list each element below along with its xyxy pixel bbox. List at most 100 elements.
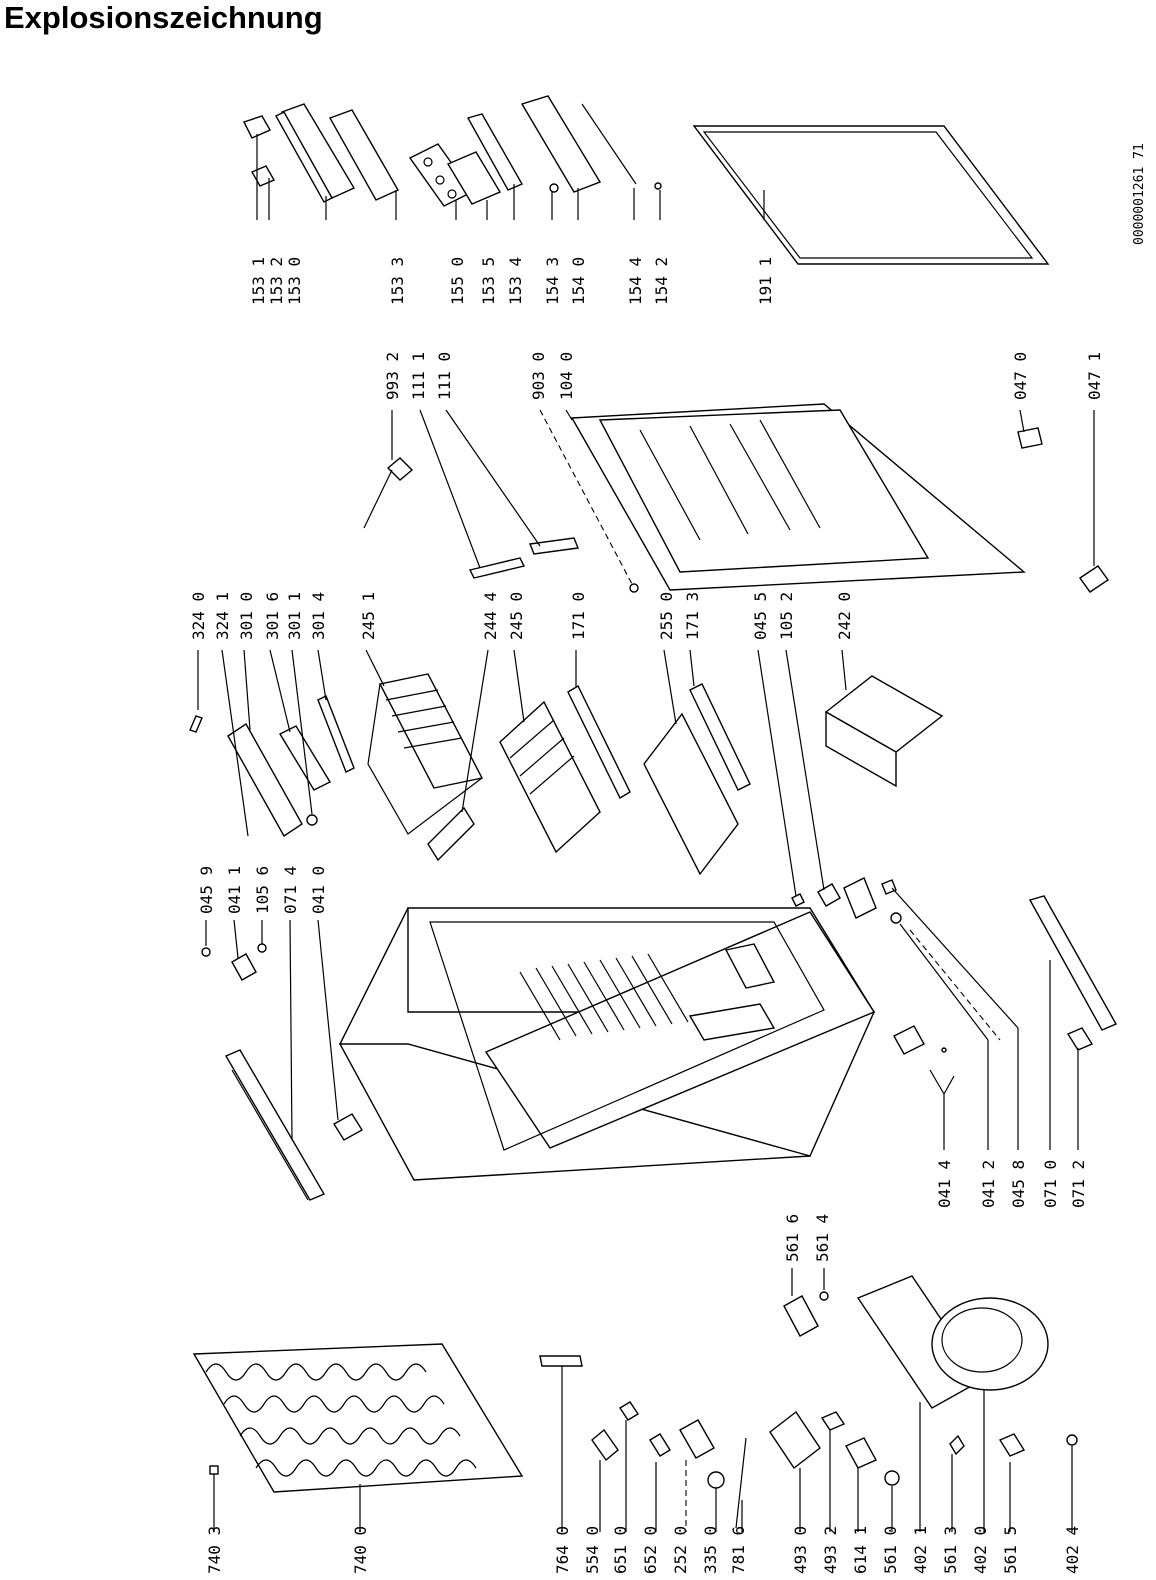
label-111-0: 111 0 — [435, 352, 454, 400]
part-045-9 — [201, 947, 211, 957]
label-154-0: 154 0 — [569, 257, 588, 305]
part-561-3 — [949, 1434, 965, 1456]
label-071-4: 071 4 — [281, 866, 300, 914]
part-171-3 — [689, 683, 751, 791]
label-153-0: 153 0 — [285, 257, 304, 305]
part-554-0 — [591, 1428, 619, 1462]
part-561-5 — [998, 1433, 1026, 1457]
part-301-1 — [306, 814, 318, 826]
part-171-0 — [567, 685, 631, 799]
label-041-4: 041 4 — [935, 1160, 954, 1208]
labels-door-liner: 993 2 111 1 111 0 903 0 104 0 047 0 047 … — [383, 352, 1104, 400]
part-071-0 — [1028, 895, 1117, 1031]
label-903-0: 903 0 — [529, 352, 548, 400]
label-402-1: 402 1 — [911, 1526, 930, 1574]
part-402-0 — [931, 1297, 1049, 1391]
part-493-2 — [820, 1411, 846, 1431]
labels-shelves: 324 0 324 1 301 0 301 6 301 1 301 4 245 … — [189, 592, 854, 640]
part-154-2 — [654, 182, 662, 190]
part-740-3 — [209, 1465, 219, 1475]
label-561-5: 561 5 — [1001, 1526, 1020, 1574]
doc-number: 0000001261 71 — [1132, 143, 1147, 245]
label-301-6: 301 6 — [263, 592, 282, 640]
part-781-6 — [735, 1437, 747, 1529]
label-561-4: 561 4 — [813, 1214, 832, 1262]
label-171-3: 171 3 — [683, 592, 702, 640]
label-154-4: 154 4 — [626, 257, 645, 305]
part-740-0 — [192, 1343, 524, 1493]
leaders-cabinet-bottom — [757, 649, 1079, 1150]
part-764-0 — [539, 1355, 583, 1367]
label-764-0: 764 0 — [553, 1526, 572, 1574]
part-493-0 — [769, 1410, 821, 1470]
label-561-6: 561 6 — [783, 1214, 802, 1262]
label-155-0: 155 0 — [448, 257, 467, 305]
label-402-4: 402 4 — [1063, 1526, 1082, 1574]
part-041-1 — [231, 953, 257, 981]
cabinet-inner — [484, 911, 876, 1149]
label-153-5: 153 5 — [479, 257, 498, 305]
part-561-4 — [819, 1291, 829, 1301]
label-740-0: 740 0 — [351, 1526, 370, 1574]
shelf-parts — [189, 673, 944, 876]
label-105-6: 105 6 — [253, 866, 272, 914]
label-154-3: 154 3 — [543, 257, 562, 305]
part-047-1 — [1079, 565, 1109, 593]
label-993-2: 993 2 — [383, 352, 402, 400]
label-335-0: 335 0 — [701, 1526, 720, 1574]
label-561-0: 561 0 — [881, 1526, 900, 1574]
label-071-0: 071 0 — [1041, 1160, 1060, 1208]
part-045-5 — [791, 893, 805, 907]
label-301-1: 301 1 — [285, 592, 304, 640]
part-903-0 — [629, 583, 639, 593]
label-740-3: 740 3 — [205, 1526, 224, 1574]
label-041-1: 041 1 — [225, 866, 244, 914]
label-301-4: 301 4 — [309, 592, 328, 640]
part-105-6 — [257, 943, 267, 953]
leaders-door-liner — [391, 409, 1095, 585]
part-402-4 — [1066, 1434, 1078, 1446]
door-liner-parts — [363, 403, 1109, 593]
label-242-0: 242 0 — [835, 592, 854, 640]
cabinet-control-panel — [724, 943, 776, 989]
part-191-1 — [692, 125, 1050, 265]
label-045-5: 045 5 — [751, 592, 770, 640]
label-402-0: 402 0 — [971, 1526, 990, 1574]
page-title: Explosionszeichnung — [4, 0, 323, 35]
part-154-3 — [549, 183, 559, 193]
part-244-4 — [427, 806, 475, 862]
part-153-1 — [243, 115, 271, 139]
part-047-0 — [1017, 427, 1043, 449]
label-171-0: 171 0 — [569, 592, 588, 640]
labels-bottom: 740 3 740 0 764 0 554 0 651 0 652 0 252 … — [205, 1214, 1082, 1574]
label-045-9: 045 9 — [197, 866, 216, 914]
label-245-0: 245 0 — [507, 592, 526, 640]
part-154-4 — [581, 103, 637, 185]
label-105-2: 105 2 — [777, 592, 796, 640]
label-493-2: 493 2 — [821, 1526, 840, 1574]
label-047-1: 047 1 — [1085, 352, 1104, 400]
part-561-0 — [884, 1470, 900, 1486]
part-252-0 — [679, 1419, 715, 1459]
part-301-4 — [317, 695, 355, 773]
part-104-0-inner — [598, 409, 930, 573]
part-071-4 — [224, 1049, 326, 1201]
cabinet — [338, 907, 876, 1181]
part-153-0-lip — [275, 111, 333, 203]
part-324-0 — [189, 715, 203, 733]
part-071-2 — [1066, 1027, 1094, 1051]
door-shelf-parts — [243, 95, 1050, 265]
part-335-0 — [707, 1471, 725, 1489]
label-554-0: 554 0 — [583, 1526, 602, 1574]
part-153-2 — [251, 165, 275, 187]
cabinet-ribs — [519, 953, 689, 1041]
part-652-0 — [649, 1433, 671, 1457]
hinge-bracket — [843, 877, 877, 919]
leaders-cabinet-top — [205, 919, 339, 1141]
part-614-1 — [845, 1437, 877, 1469]
part-993-2 — [386, 457, 414, 481]
leaders-shelves — [197, 649, 847, 837]
label-781-6: 781 6 — [729, 1526, 748, 1574]
label-324-1: 324 1 — [213, 592, 232, 640]
